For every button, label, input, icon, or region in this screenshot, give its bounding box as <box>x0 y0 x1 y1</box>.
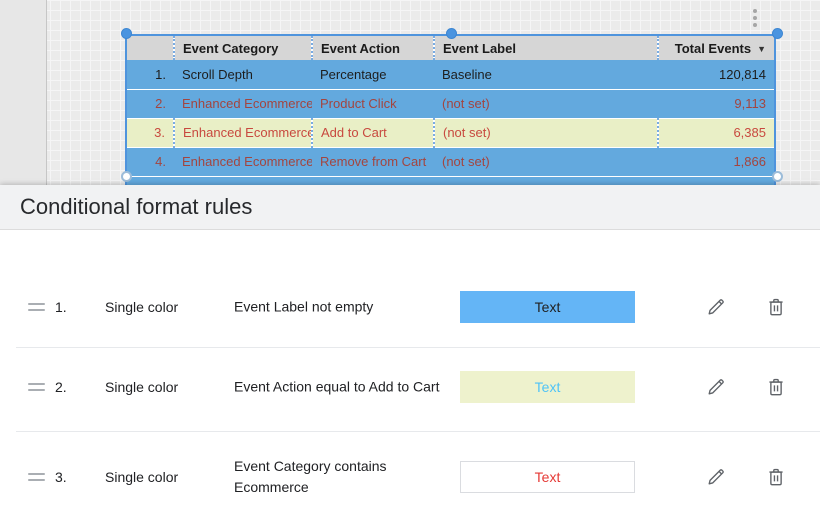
row-index: 3. <box>127 117 174 147</box>
cell-total-events: 1,866 <box>658 146 774 176</box>
format-rule-row: 1. Single color Event Label not empty Text <box>0 283 820 331</box>
rule-color-swatch: Text <box>460 461 635 493</box>
cell-event-category: Scroll Depth <box>182 66 253 82</box>
cell-total-events: 120,814 <box>719 66 766 82</box>
drag-handle-icon[interactable] <box>28 303 45 311</box>
rule-type: Single color <box>105 379 179 395</box>
pencil-icon[interactable] <box>703 374 729 400</box>
selection-handle-mid-right[interactable] <box>772 171 783 182</box>
cell-event-category: Enhanced Ecommerce <box>174 88 312 118</box>
column-header-total-events[interactable]: Total Events ▼ <box>657 36 774 60</box>
pencil-icon[interactable] <box>703 464 729 490</box>
cell-event-category: Enhanced Ecommerce <box>173 117 312 147</box>
events-table: Event Category Event Action Event Label Tot… <box>127 36 774 205</box>
column-header-label: Total Events <box>674 40 752 56</box>
canvas-left-margin <box>0 0 47 185</box>
row-index: 4. <box>127 146 174 176</box>
rule-condition-line: Event Action equal to Add to Cart <box>234 378 440 395</box>
cell-event-label: (not set) <box>434 88 658 118</box>
panel-title: Conditional format rules <box>20 194 253 219</box>
cell-event-label: (not set) <box>433 117 658 147</box>
rule-color-swatch: Text <box>460 291 635 323</box>
format-rule-row: 2. Single color Event Action equal to Add … <box>0 363 820 411</box>
column-header-event-action[interactable]: Event Action <box>311 36 434 60</box>
cell-event-action: Product Click <box>312 88 434 118</box>
drag-handle-bar <box>28 473 45 475</box>
rule-separator <box>16 431 820 432</box>
rule-condition-line: Event Category contains <box>234 458 387 474</box>
cell-event-action: Percentage <box>320 66 387 82</box>
row-index: 2. <box>127 88 174 118</box>
drag-handle-bar <box>28 309 45 311</box>
selection-handle-top-center[interactable] <box>446 28 457 39</box>
drag-handle-bar <box>28 389 45 391</box>
trash-icon[interactable] <box>763 374 789 400</box>
cell-event-action: Add to Cart <box>311 117 434 147</box>
trash-icon[interactable] <box>763 464 789 490</box>
rule-condition: Event Action equal to Add to Cart <box>234 377 450 398</box>
pencil-icon[interactable] <box>703 294 729 320</box>
drag-handle-bar <box>28 303 45 305</box>
rule-number: 3. <box>55 469 67 485</box>
sort-desc-icon[interactable]: ▼ <box>757 43 766 54</box>
column-header-label: Event Action <box>321 40 400 56</box>
kebab-dot <box>753 16 757 20</box>
kebab-menu-icon[interactable] <box>747 5 763 31</box>
column-header-event-label[interactable]: Event Label <box>433 36 658 60</box>
rule-color-swatch: Text <box>460 371 635 403</box>
trash-icon[interactable] <box>763 294 789 320</box>
drag-handle-bar <box>28 479 45 481</box>
rule-condition-line: Event Label not empty <box>234 298 374 315</box>
rule-type: Single color <box>105 299 179 315</box>
kebab-dot <box>753 23 757 27</box>
rule-condition: Event Label not empty <box>234 297 450 318</box>
rule-separator <box>16 347 820 348</box>
rule-type: Single color <box>105 469 179 485</box>
selection-handle-top-left[interactable] <box>121 28 132 39</box>
column-header-label: Event Label <box>443 40 516 56</box>
rule-number: 1. <box>55 299 67 315</box>
selection-handle-top-right[interactable] <box>772 28 783 39</box>
cell-total-events: 9,113 <box>658 88 774 118</box>
cell-event-category: Enhanced Ecommerce <box>174 146 312 176</box>
drag-handle-icon[interactable] <box>28 383 45 391</box>
cell-event-label: Baseline <box>442 66 492 82</box>
events-table-chart[interactable]: Event Category Event Action Event Label Tot… <box>125 34 776 207</box>
cell-event-label: (not set) <box>434 146 658 176</box>
drag-handle-icon[interactable] <box>28 473 45 481</box>
selection-handle-mid-left[interactable] <box>121 171 132 182</box>
rule-number: 2. <box>55 379 67 395</box>
table-header-row: Event Category Event Action Event Label Tot… <box>127 36 774 60</box>
rule-condition-line: Ecommerce <box>234 479 309 495</box>
panel-header: Conditional format rules <box>0 185 820 230</box>
table-row: 1. Scroll Depth Percentage Baseline 120,814 <box>127 60 774 89</box>
drag-handle-bar <box>28 383 45 385</box>
row-index: 1. <box>155 66 166 82</box>
column-header-label: Event Category <box>183 40 279 56</box>
kebab-dot <box>753 9 757 13</box>
cell-event-action: Remove from Cart <box>312 146 434 176</box>
column-header-event-category[interactable]: Event Category <box>173 36 312 60</box>
column-header-index[interactable] <box>127 36 174 60</box>
cell-total-events: 6,385 <box>657 117 774 147</box>
